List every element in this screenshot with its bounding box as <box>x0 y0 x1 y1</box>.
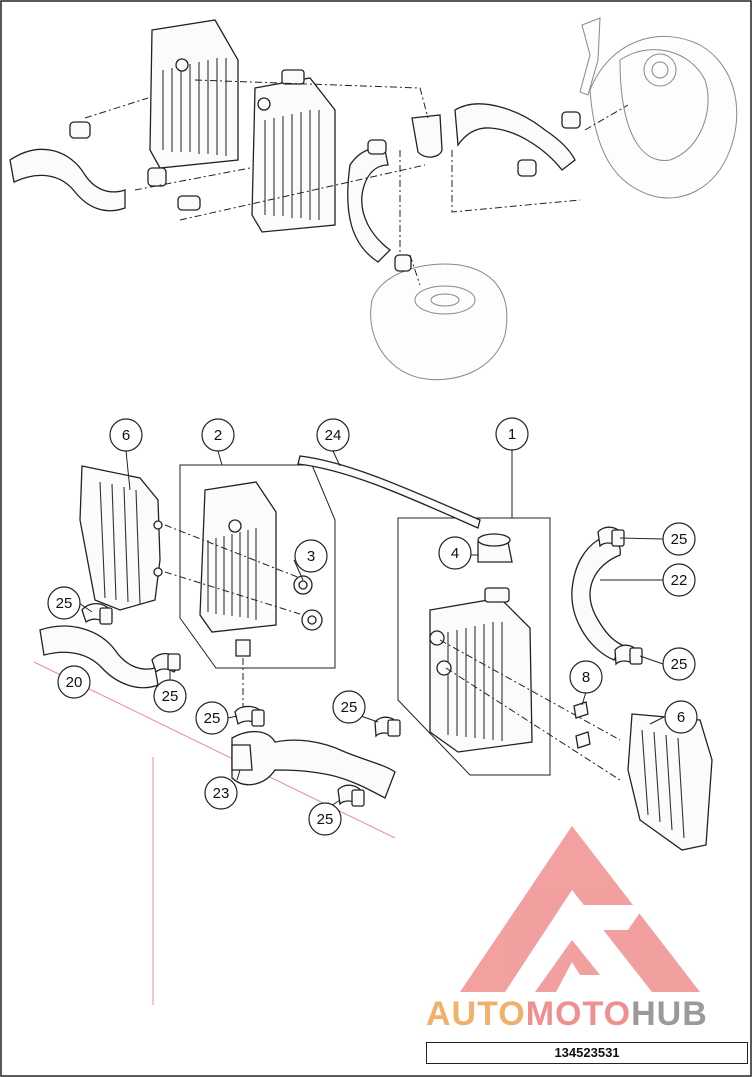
callout-25: 25 <box>308 802 342 836</box>
callout-24: 24 <box>316 418 350 452</box>
callout-2: 2 <box>201 418 235 452</box>
radiator-right-group-outline <box>397 517 551 776</box>
callout-6-right: 6 <box>664 700 698 734</box>
hose-23 <box>231 731 396 799</box>
assembly-overview <box>9 17 738 381</box>
svg-text:1: 1 <box>508 426 516 443</box>
radiator-left <box>199 481 277 633</box>
svg-text:6: 6 <box>677 709 685 726</box>
svg-text:25: 25 <box>341 699 358 716</box>
callout-25: 25 <box>153 679 187 713</box>
svg-text:3: 3 <box>307 548 315 565</box>
svg-text:4: 4 <box>451 545 459 562</box>
callout-23: 23 <box>204 776 238 810</box>
overflow-tube <box>297 455 481 529</box>
svg-text:25: 25 <box>671 656 688 673</box>
svg-text:2: 2 <box>214 427 222 444</box>
callout-25: 25 <box>195 701 229 735</box>
hose-22 <box>571 537 623 661</box>
svg-text:6: 6 <box>122 427 130 444</box>
svg-text:25: 25 <box>671 531 688 548</box>
watermark-brand-text: AUTOMOTOHUB <box>426 994 748 1034</box>
radiator-shroud-right <box>627 713 713 851</box>
callout-3: 3 <box>294 539 328 573</box>
brand-hub: HUB <box>631 995 708 1033</box>
brand-moto: MOTO <box>525 995 632 1033</box>
watermark-logo-icon <box>460 826 700 992</box>
svg-text:8: 8 <box>582 669 590 686</box>
callout-25: 25 <box>332 690 366 724</box>
callout-25: 25 <box>47 586 81 620</box>
svg-text:25: 25 <box>162 688 179 705</box>
callout-6-left: 6 <box>109 418 143 452</box>
svg-text:22: 22 <box>671 572 688 589</box>
brand-auto: AUTO <box>426 995 526 1033</box>
exploded-view: 1 2 3 4 6 6 8 20 22 23 24 25 25 25 25 25… <box>33 417 713 1005</box>
svg-text:25: 25 <box>317 811 334 828</box>
svg-text:20: 20 <box>66 674 83 691</box>
callout-8: 8 <box>569 660 603 694</box>
svg-text:25: 25 <box>204 710 221 727</box>
svg-text:24: 24 <box>325 427 342 444</box>
callout-1: 1 <box>495 417 529 451</box>
radiator-shroud-left <box>79 465 161 611</box>
svg-text:23: 23 <box>213 785 230 802</box>
callout-4: 4 <box>438 536 472 570</box>
part-number-box: 134523531 <box>426 1042 748 1064</box>
callout-22: 22 <box>662 563 696 597</box>
callout-20: 20 <box>57 665 91 699</box>
callout-25: 25 <box>662 522 696 556</box>
svg-text:25: 25 <box>56 595 73 612</box>
callout-25: 25 <box>662 647 696 681</box>
